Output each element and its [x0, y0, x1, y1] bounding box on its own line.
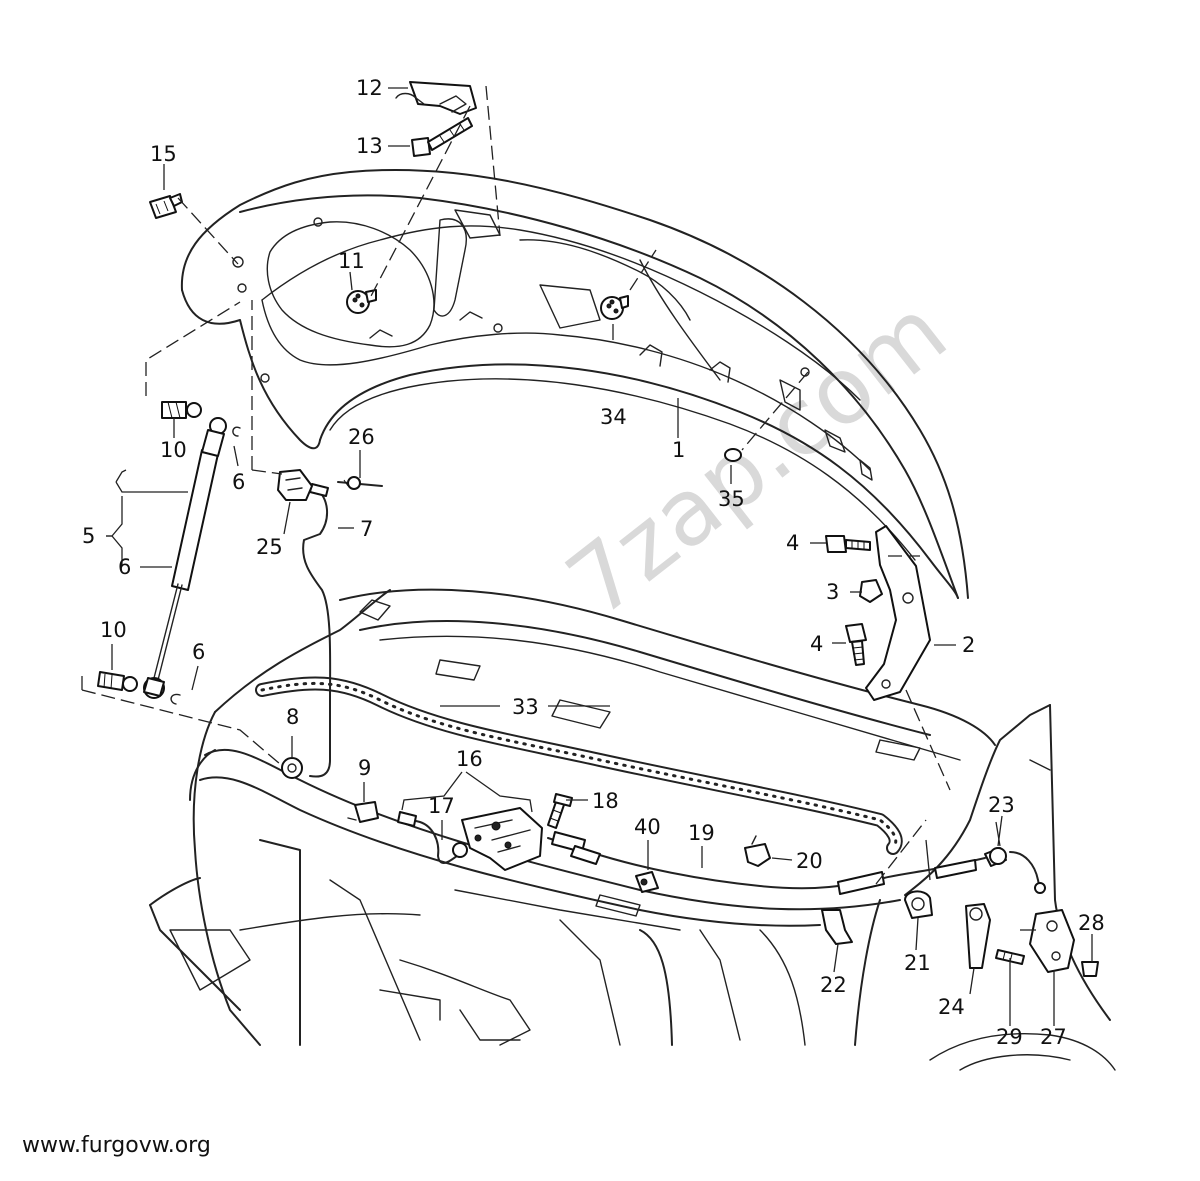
callout-4-upper: 4	[786, 531, 799, 555]
bracket-22	[821, 909, 853, 945]
callout-20: 20	[796, 849, 823, 873]
hood-panel	[180, 169, 969, 599]
callout-26: 26	[348, 425, 375, 449]
callout-22: 22	[820, 973, 847, 997]
release-cable-19	[547, 831, 1046, 895]
plug-35	[724, 448, 742, 462]
clip-9	[347, 801, 379, 823]
nut-3	[859, 579, 883, 603]
callout-34: 34	[600, 405, 627, 429]
prop-rod-support-25	[277, 469, 313, 501]
reference-lines	[81, 85, 1036, 931]
callout-25: 25	[256, 535, 283, 559]
bolt-4-lower	[845, 623, 867, 666]
buffer-11	[346, 289, 377, 314]
callout-2: 2	[962, 633, 975, 657]
clip-20	[744, 835, 771, 867]
site-url: www.furgovw.org	[22, 1133, 211, 1158]
prop-rod-7	[302, 483, 332, 778]
vehicle-front-body	[149, 588, 1116, 1071]
callout-10-upper: 10	[160, 438, 187, 462]
callout-24: 24	[938, 995, 965, 1019]
callout-10-lower: 10	[100, 618, 127, 642]
bolt-18	[547, 793, 573, 829]
callout-1: 1	[672, 438, 685, 462]
callout-28: 28	[1078, 911, 1105, 935]
hood-lock-16	[461, 807, 543, 871]
callout-33: 33	[512, 695, 539, 719]
callout-18: 18	[592, 789, 619, 813]
ball-stud-10-lower	[97, 671, 138, 692]
callout-4-lower: 4	[810, 632, 823, 656]
hood-hinge-2	[865, 525, 931, 701]
callout-9: 9	[358, 756, 371, 780]
lever-bracket-27	[1029, 909, 1075, 973]
callout-40: 40	[634, 815, 661, 839]
callout-7: 7	[360, 517, 373, 541]
callout-8: 8	[286, 705, 299, 729]
callout-6-upper: 6	[232, 470, 245, 494]
clip-28	[1081, 961, 1099, 977]
callout-13: 13	[356, 134, 383, 158]
callout-17: 17	[428, 794, 455, 818]
callout-5: 5	[82, 524, 95, 548]
callout-labels: 12 13 15 11 34 1 35 10 6 26 25 7 5 6 10 …	[82, 76, 1105, 1049]
callout-21: 21	[904, 951, 931, 975]
clip-40	[635, 871, 659, 893]
ball-stud-10-upper	[161, 401, 202, 419]
callout-23: 23	[988, 793, 1015, 817]
callout-27: 27	[1040, 1025, 1067, 1049]
callout-leaders	[106, 87, 1093, 1026]
callout-6-mid: 6	[118, 555, 131, 579]
callout-6-lower: 6	[192, 640, 205, 664]
gas-strut-5	[143, 417, 241, 705]
buffer-34	[600, 295, 629, 320]
bolt-4-upper	[825, 535, 871, 553]
seal-strip-33	[255, 676, 903, 855]
callout-11: 11	[338, 249, 365, 273]
bolt-13	[411, 117, 473, 157]
lock-wiring-17	[397, 811, 468, 864]
callout-29: 29	[996, 1025, 1023, 1049]
callout-35: 35	[718, 487, 745, 511]
callout-12: 12	[356, 76, 383, 100]
screw-29	[995, 949, 1025, 965]
callout-16: 16	[456, 747, 483, 771]
grommet-8	[281, 757, 303, 779]
callout-19: 19	[688, 821, 715, 845]
buffer-15	[149, 193, 183, 219]
callout-15: 15	[150, 142, 177, 166]
sensor-26	[337, 476, 383, 490]
clamp-21	[904, 890, 933, 919]
bracket-12	[395, 81, 477, 115]
release-lever-24	[965, 903, 991, 969]
callout-3: 3	[826, 580, 839, 604]
